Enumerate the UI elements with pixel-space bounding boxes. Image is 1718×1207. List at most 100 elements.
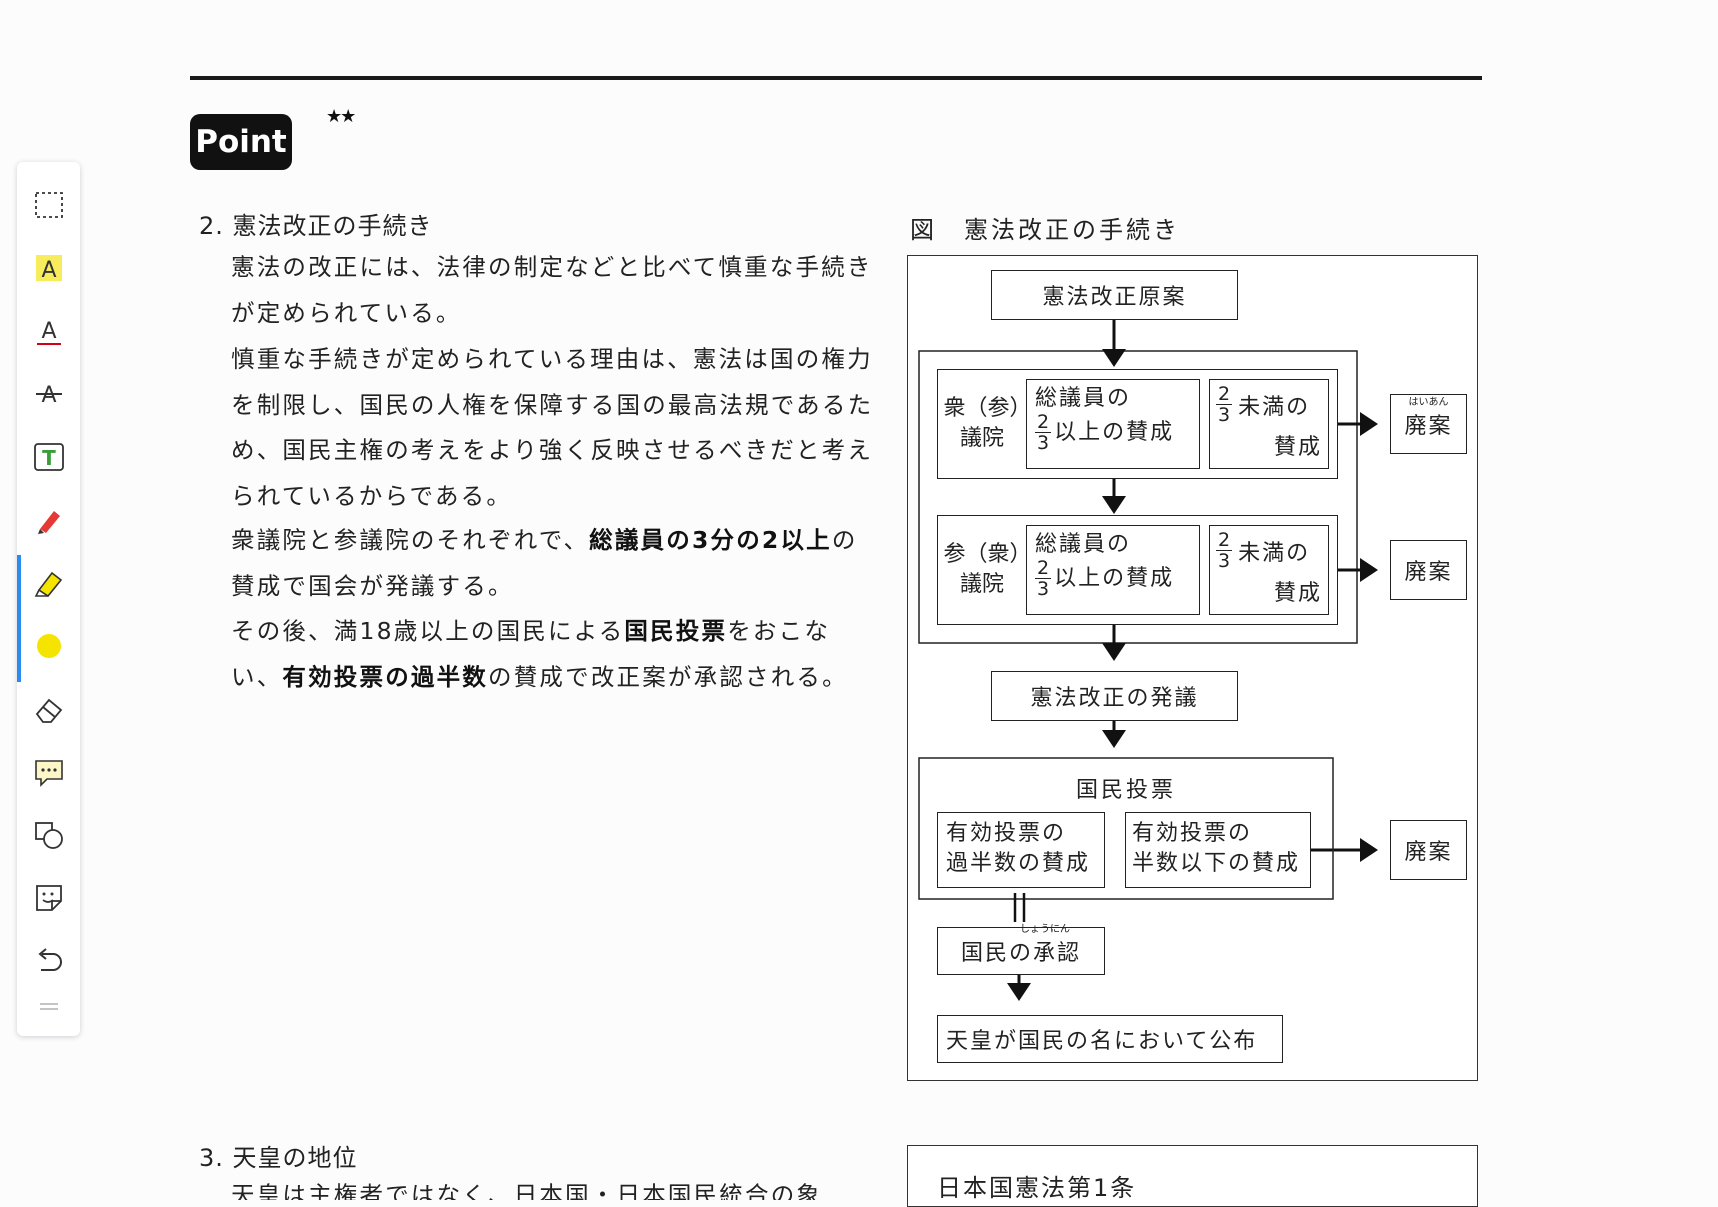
comment-icon (34, 760, 63, 787)
valid-half-line-1: 有効投票の (1132, 821, 1253, 846)
valid-half-box: 有効投票の 半数以下の賛成 (1125, 812, 1311, 888)
fraction-num: 2 (1216, 529, 1233, 551)
valid-half-line-2: 半数以下の賛成 (1132, 851, 1301, 876)
valid-majority-line-1: 有効投票の (946, 821, 1067, 846)
comment-tool[interactable] (17, 745, 80, 799)
fraction-den: 3 (1037, 578, 1050, 600)
house1-below-label: 未満の (1238, 394, 1311, 420)
shapes-icon (34, 822, 63, 849)
color-swatch-button[interactable] (17, 619, 80, 673)
para4-text-b: をおこない、 (231, 617, 831, 691)
fraction-num: 2 (1035, 557, 1052, 579)
para4-text-a: その後、満18歳以上の国民による (231, 617, 625, 645)
haian-box-2: 廃案 (1390, 540, 1467, 600)
toolbar-drag-handle[interactable] (17, 987, 80, 1027)
underline-text-tool[interactable]: A (17, 304, 80, 358)
para4-text-c: の賛成で改正案が承認される。 (488, 662, 848, 691)
strikethrough-text-icon: A (35, 383, 62, 408)
house2-label-text: 参（衆）議院 (943, 542, 1021, 597)
haian-box-1: はいあん廃案 (1390, 394, 1467, 454)
undo-button[interactable] (17, 934, 80, 988)
article-1-title: 日本国憲法第1条 (937, 1174, 1137, 1202)
select-rect-icon (34, 192, 63, 218)
annotation-toolbar: A A A T (17, 162, 80, 1036)
highlighter-tool[interactable] (17, 556, 80, 610)
fraction-num: 2 (1216, 383, 1233, 405)
pen-tool[interactable] (17, 493, 80, 547)
para3-text-a: 衆議院と参議院のそれぞれで、 (231, 526, 590, 554)
house1-approval-label: 賛成 (1273, 435, 1322, 460)
figure-caption: 図 憲法改正の手続き (910, 216, 1180, 244)
select-rect-tool[interactable] (17, 178, 80, 232)
house1-total-label: 総議員の (1035, 386, 1132, 411)
haian-1-text: 廃案 (1404, 414, 1453, 439)
drag-handle-icon (39, 1003, 58, 1010)
house1-above-label: 以上の賛成 (1054, 419, 1175, 445)
house2-below-label: 未満の (1238, 540, 1311, 566)
fraction-den: 3 (1218, 404, 1231, 426)
fraction-num: 2 (1035, 411, 1052, 433)
approval-ruby: 国民の承認 しょうにん (960, 924, 1081, 967)
house2-above-label: 以上の賛成 (1054, 565, 1175, 591)
fraction-den: 3 (1218, 550, 1231, 572)
eraser-tool[interactable] (17, 682, 80, 736)
section-2-paragraph-4: その後、満18歳以上の国民による国民投票をおこない、有効投票の過半数の賛成で改正… (231, 609, 881, 700)
valid-majority-line-2: 過半数の賛成 (946, 851, 1091, 876)
draft-box: 憲法改正原案 (991, 270, 1238, 320)
active-tool-indicator (17, 555, 21, 682)
svg-text:A: A (41, 319, 56, 344)
section-3-paragraph-1: 天皇は主権者ではなく、日本国・日本国民統合の象 (231, 1181, 823, 1200)
haian-1-ruby: はいあん廃案 (1404, 397, 1453, 440)
para4-bold-1: 国民投票 (624, 617, 728, 645)
article-1-box (907, 1145, 1478, 1207)
underline-text-icon: A (36, 319, 61, 345)
textbox-tool[interactable]: T (17, 430, 80, 484)
para3-bold: 総議員の3分の2以上 (589, 526, 832, 554)
house1-label-text: 衆（参）議院 (943, 396, 1021, 451)
para4-bold-2: 有効投票の過半数 (282, 662, 489, 691)
people-approval-box: 国民の承認 しょうにん (937, 924, 1105, 975)
house2-label: 参（衆）議院 (939, 520, 1025, 620)
house2-total-label: 総議員の (1035, 532, 1132, 557)
shapes-tool[interactable] (17, 808, 80, 862)
sticker-tool[interactable] (17, 871, 80, 925)
highlight-text-icon: A (35, 255, 62, 283)
section-2-paragraph-1: 憲法の改正には、法律の制定などと比べて慎重な手続きが定められている。 (231, 253, 873, 327)
promulgation-box: 天皇が国民の名において公布 (937, 1015, 1283, 1063)
haian-box-3: 廃案 (1390, 820, 1467, 880)
fraction-den: 3 (1037, 432, 1050, 454)
svg-text:T: T (42, 446, 56, 470)
color-swatch-icon (36, 634, 61, 658)
section-3-title: 3. 天皇の地位 (199, 1144, 358, 1172)
undo-icon (37, 948, 62, 971)
strikethrough-text-tool[interactable]: A (17, 367, 80, 421)
section-2-title: 2. 憲法改正の手続き (199, 212, 433, 240)
sticker-icon (35, 885, 62, 911)
highlight-text-tool[interactable]: A (17, 241, 80, 295)
house1-label: 衆（参）議院 (939, 374, 1025, 474)
approval-text: 国民の承認 (960, 941, 1081, 966)
pen-icon (37, 511, 60, 534)
svg-text:A: A (41, 258, 56, 283)
section-2-paragraph-2: 慎重な手続きが定められている理由は、憲法は国の権力を制限し、国民の人権を保障する… (231, 345, 874, 510)
importance-stars: ★★ (326, 106, 356, 127)
section-2-paragraph-3: 衆議院と参議院のそれぞれで、総議員の3分の2以上の賛成で国会が発議する。 (231, 518, 881, 609)
approval-rt: しょうにん (1019, 924, 1070, 935)
textbox-icon: T (33, 443, 64, 471)
haian-1-rt: はいあん (1408, 397, 1449, 408)
referendum-label: 国民投票 (1075, 778, 1176, 803)
valid-majority-box: 有効投票の 過半数の賛成 (937, 812, 1105, 888)
highlighter-icon (34, 571, 62, 598)
eraser-icon (35, 698, 62, 723)
